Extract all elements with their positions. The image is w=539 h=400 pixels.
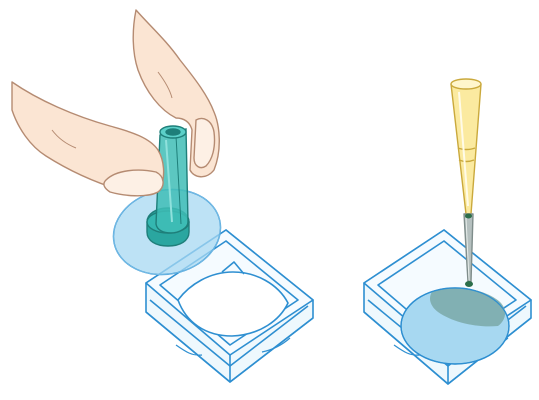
right-panel bbox=[363, 78, 532, 385]
liquid-drop bbox=[465, 213, 473, 287]
suction-holder-tool bbox=[146, 125, 190, 247]
membrane-disc-in-tray bbox=[400, 287, 510, 365]
left-panel bbox=[11, 9, 314, 383]
hand-fingers bbox=[11, 9, 220, 197]
